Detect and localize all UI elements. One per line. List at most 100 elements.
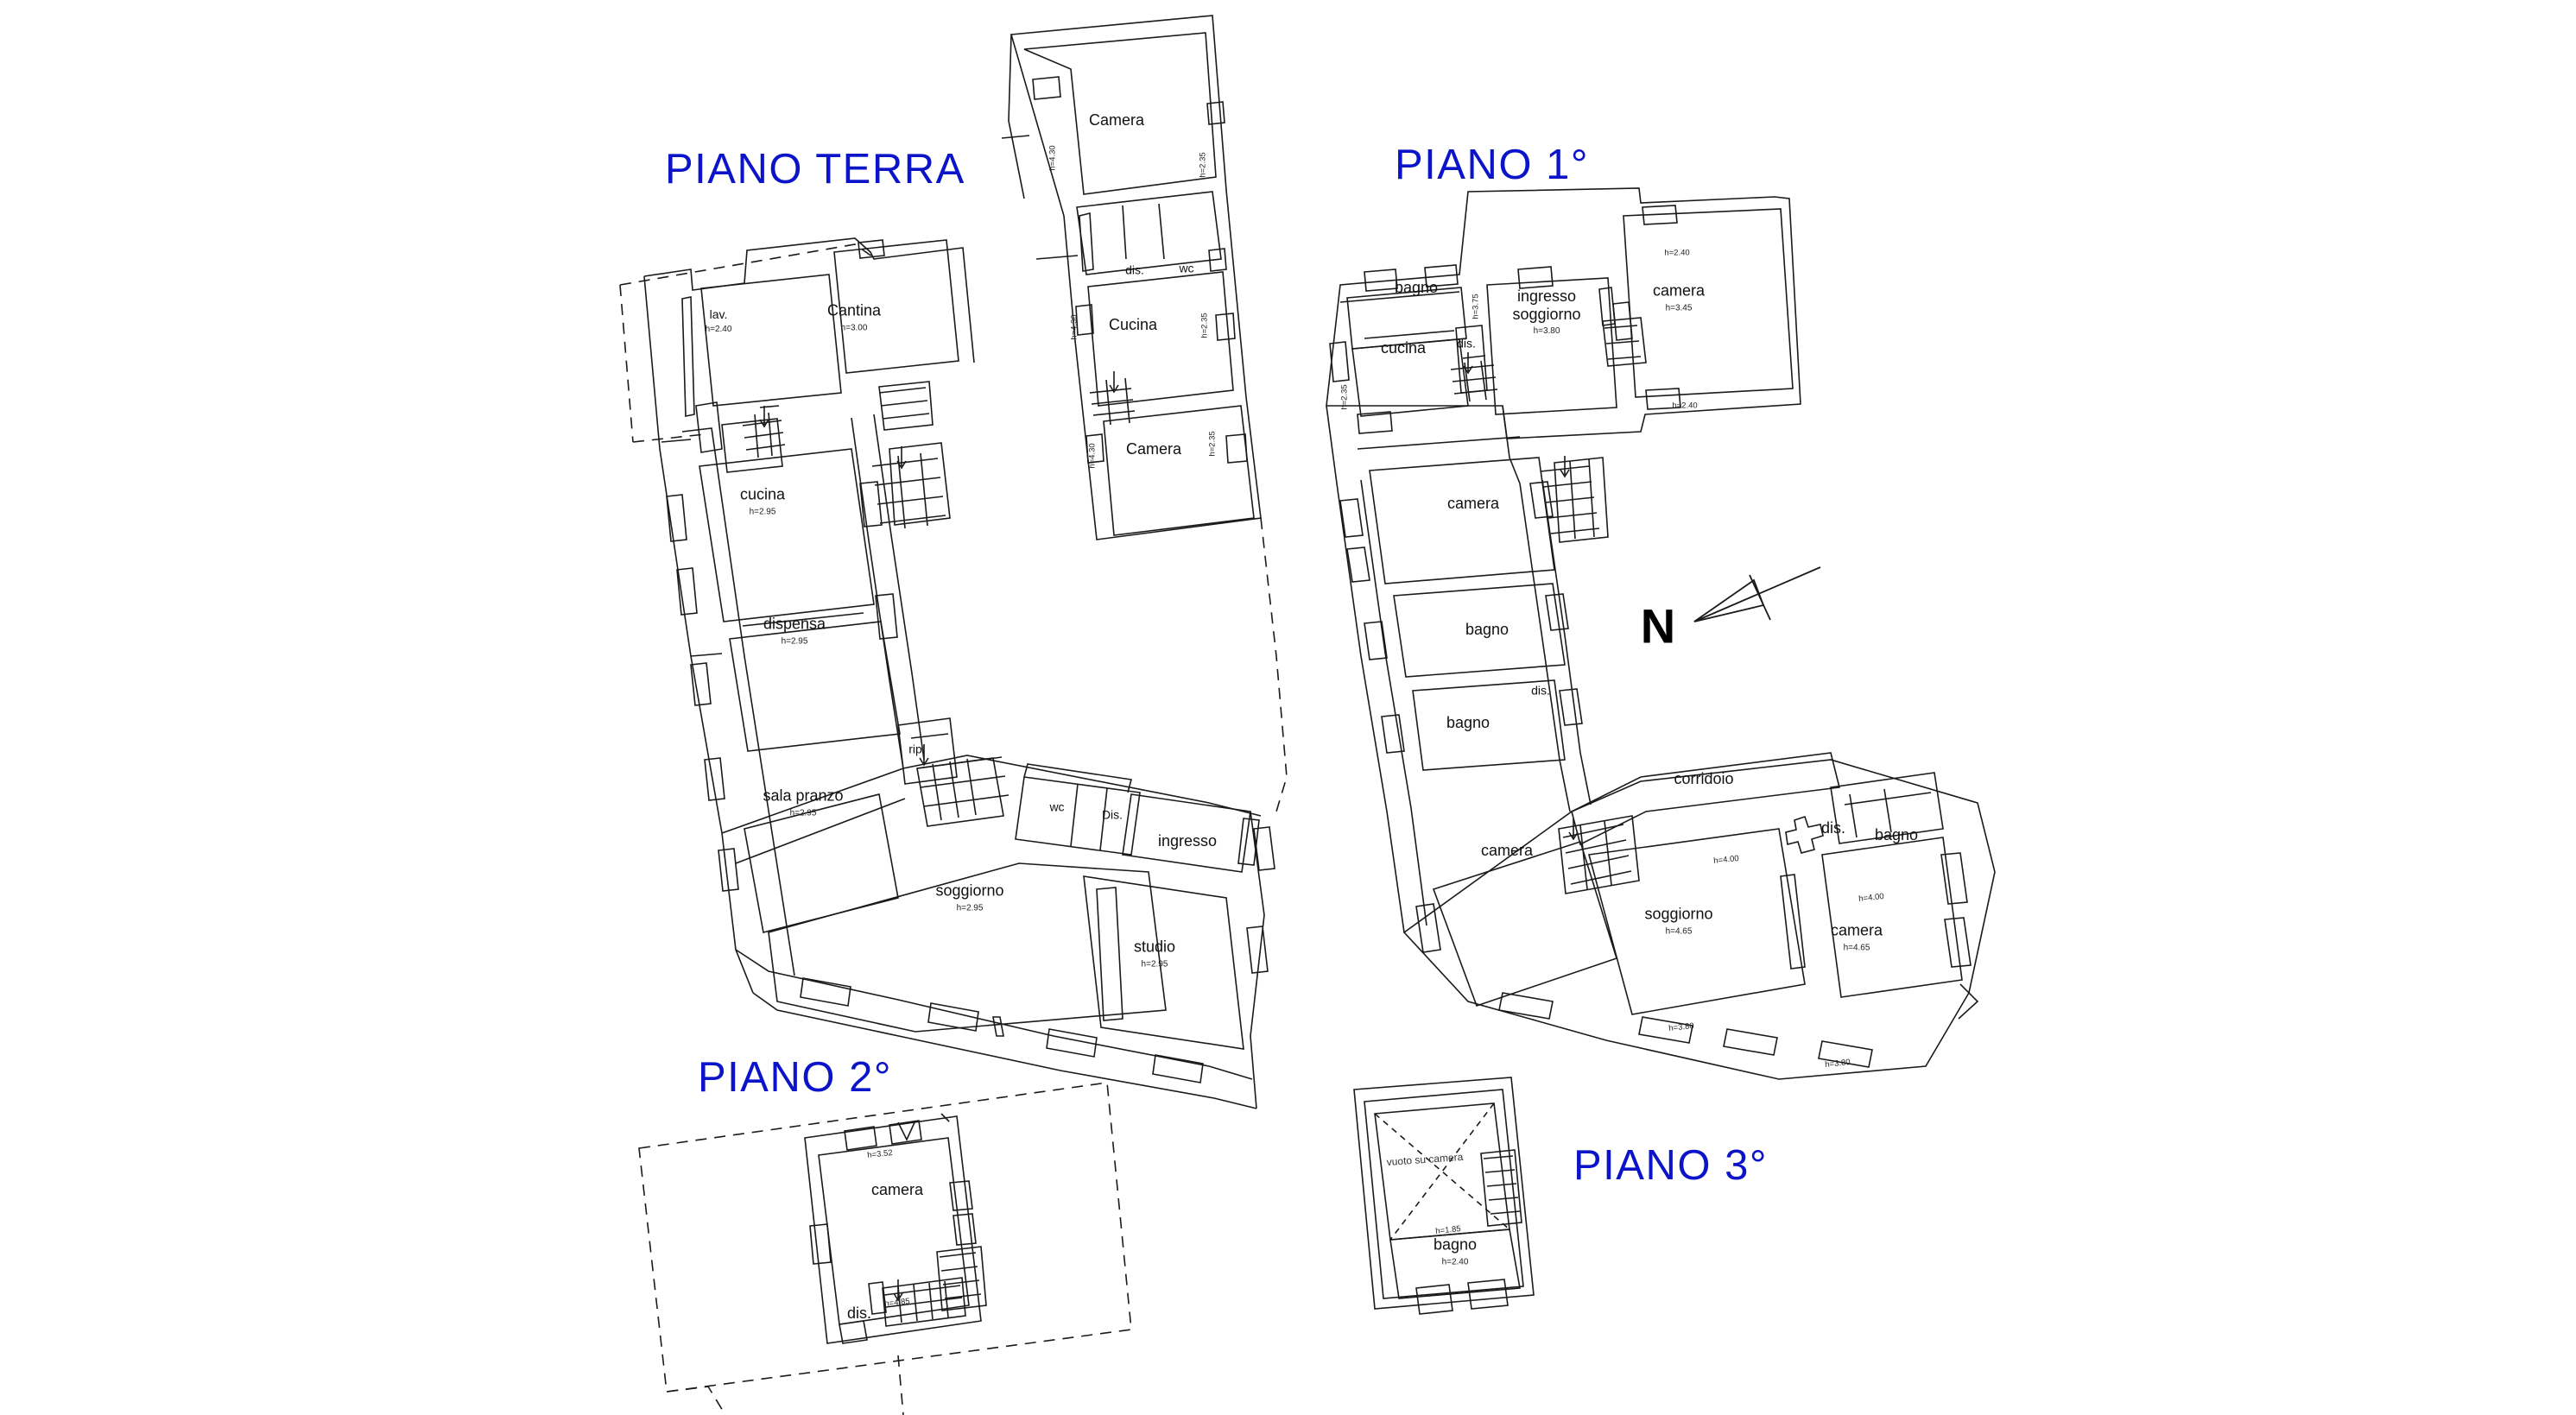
- room-label-piano-terra-dispensa: dispensa h=2.95: [763, 615, 826, 647]
- room-name: camera: [1446, 495, 1500, 513]
- room-label-piano-1-dis: dis.: [1531, 683, 1550, 698]
- p2-block: [638, 1082, 1132, 1415]
- room-name: dis.: [846, 1304, 872, 1323]
- p3-block: [1353, 1077, 1535, 1315]
- room-height: h=3.00: [840, 323, 868, 333]
- floor-title-piano-2: PIANO 2°: [698, 1054, 892, 1101]
- height-note: h=4.30: [1069, 314, 1079, 340]
- room-name: bagno: [1433, 1235, 1478, 1254]
- room-label-piano-1-camera: camera h=3.45: [1653, 281, 1705, 313]
- room-name: wc: [1049, 799, 1065, 814]
- room-label-piano-terra-dis: Dis.: [1102, 807, 1123, 822]
- room-name: rip.: [908, 742, 926, 756]
- room-height: h=2.95: [1141, 959, 1168, 970]
- room-label-piano-terra-soggiorno: soggiorno h=2.95: [935, 881, 1003, 913]
- room-name: Dis.: [1101, 807, 1123, 822]
- room-name: ingresso: [1157, 832, 1218, 850]
- height-note: h=2.40: [1672, 401, 1698, 411]
- p1-mid-body: [1336, 436, 1609, 933]
- room-name: sala pranzo: [763, 786, 844, 805]
- height-note: h=2.35: [1198, 152, 1208, 178]
- north-arrow-icon: [1693, 566, 1821, 622]
- room-label-piano-1-camera: camera: [1447, 495, 1499, 514]
- room-name: Camera: [1088, 111, 1145, 129]
- room-label-piano-1-camera: camera h=4.65: [1831, 921, 1883, 953]
- room-label-piano-terra-cucina: cucina h=2.95: [740, 485, 785, 517]
- room-name: cucina: [1380, 339, 1427, 357]
- floor-title-piano-1: PIANO 1°: [1395, 142, 1589, 188]
- height-note: h=2.35: [1199, 313, 1210, 338]
- p1-lower-block: [1402, 752, 1996, 1080]
- room-height: h=2.40: [705, 324, 732, 334]
- room-name: camera: [1480, 842, 1534, 860]
- height-note: h=4.30: [1047, 145, 1058, 171]
- room-name: lav.: [709, 306, 728, 321]
- room-name: bagno: [1394, 279, 1439, 297]
- room-label-piano-terra-cantina: Cantina h=3.00: [827, 301, 881, 333]
- room-label-piano-terra-rip: rip.: [908, 742, 925, 756]
- north-letter: N: [1640, 598, 1676, 654]
- room-label-piano-terra-cucina: Cucina: [1109, 316, 1157, 335]
- room-label-piano-terra-wc: wc: [1179, 261, 1193, 275]
- room-height: h=4.65: [1665, 926, 1693, 937]
- height-note: h=4.30: [1087, 443, 1098, 469]
- room-label-piano-1-dis: dis.: [1457, 336, 1476, 351]
- room-label-piano-terra-ingresso: ingresso: [1158, 832, 1217, 851]
- room-label-piano-terra-camera: Camera: [1089, 111, 1144, 130]
- room-name: wc: [1179, 261, 1194, 275]
- room-name: camera: [870, 1181, 924, 1199]
- room-label-piano-1-bagno: bagno: [1875, 826, 1918, 845]
- room-label-piano-terra-dis: dis.: [1125, 262, 1144, 277]
- room-name: cucina: [739, 485, 786, 503]
- room-label-piano-1-bagno: bagno: [1446, 714, 1490, 733]
- room-name: camera: [1830, 921, 1883, 939]
- room-name: Cucina: [1108, 316, 1158, 334]
- room-name: dis.: [1457, 336, 1476, 351]
- room-height: h=3.80: [1533, 326, 1560, 337]
- p1-north-block: [1326, 187, 1801, 484]
- room-label-piano-2-dis: dis.: [847, 1304, 871, 1323]
- room-name: dis.: [1125, 262, 1144, 277]
- room-name: dispensa: [763, 615, 826, 633]
- room-height: h=2.95: [956, 903, 984, 913]
- floor-title-piano-3: PIANO 3°: [1573, 1142, 1768, 1189]
- room-height: h=2.95: [749, 507, 776, 517]
- room-label-piano-1-cucina: cucina: [1381, 339, 1426, 358]
- floor-title-piano-terra: PIANO TERRA: [665, 146, 965, 193]
- height-note: h=3.75: [1471, 294, 1481, 319]
- room-name: bagno: [1465, 621, 1510, 639]
- room-label-piano-terra-sala-pranzo: sala pranzo h=2.95: [763, 786, 843, 818]
- room-label-piano-terra-camera: Camera: [1126, 440, 1181, 459]
- room-height: h=3.45: [1665, 303, 1693, 313]
- room-height: h=2.95: [789, 808, 817, 818]
- room-height: h=2.95: [781, 636, 808, 647]
- room-label-piano-1-camera: camera: [1481, 842, 1533, 861]
- pt-main-body: [619, 237, 1288, 1109]
- room-name: studio: [1133, 938, 1176, 956]
- room-label-piano-1-bagno: bagno: [1465, 621, 1509, 640]
- room-name: camera: [1652, 281, 1706, 300]
- room-label-piano-terra-lav: lav. h=2.40: [706, 307, 732, 335]
- room-name: corridoio: [1674, 770, 1734, 788]
- room-label-piano-terra-wc: wc: [1049, 799, 1064, 814]
- room-name: soggiorno: [1644, 905, 1713, 923]
- room-label-piano-2-camera: camera: [871, 1181, 923, 1200]
- pt-north-block: [1001, 15, 1262, 540]
- room-name: Cantina: [826, 301, 882, 319]
- room-label-piano-1-corridoio: corridoio: [1674, 770, 1733, 789]
- room-label-piano-terra-studio: studio h=2.95: [1134, 938, 1175, 970]
- room-label-piano-1-dis: dis.: [1821, 819, 1845, 838]
- room-label-piano-1-bagno: bagno: [1395, 279, 1438, 298]
- room-name: dis.: [1820, 819, 1846, 837]
- height-note: h=2.35: [1207, 431, 1218, 457]
- room-name: bagno: [1446, 714, 1491, 732]
- room-name: dis.: [1531, 683, 1550, 698]
- room-height: h=4.65: [1843, 943, 1870, 953]
- height-note: h=2.40: [1664, 248, 1690, 258]
- room-name: soggiorno: [935, 881, 1004, 900]
